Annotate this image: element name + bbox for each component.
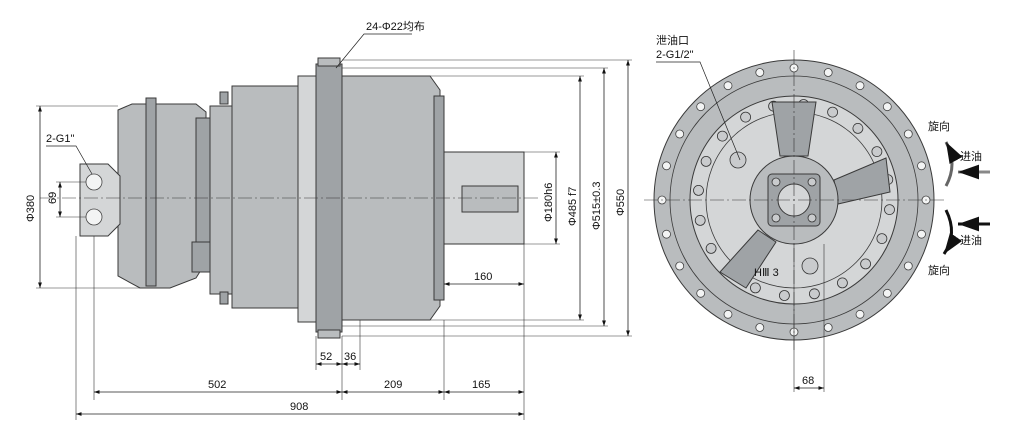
gearbox-stage1 bbox=[231, 85, 299, 309]
port-block bbox=[79, 163, 121, 237]
flange-bolt-hole bbox=[723, 309, 733, 319]
adapter-block bbox=[209, 105, 233, 295]
dim-d380: Φ380 bbox=[25, 195, 37, 222]
gearbox-stage2 bbox=[297, 75, 317, 323]
flange-lip-top bbox=[317, 57, 341, 67]
flange-bolt-hole bbox=[882, 288, 892, 298]
housing-bolt bbox=[700, 156, 712, 167]
dim-209: 209 bbox=[384, 379, 402, 391]
flange-bolt-hole bbox=[903, 129, 913, 139]
flange-bolt-hole bbox=[903, 261, 913, 271]
flange-bolt-hole bbox=[662, 161, 671, 171]
flange-bolt-hole bbox=[823, 68, 833, 77]
hub-bolt-2 bbox=[807, 177, 817, 187]
port-label: 2-G1" bbox=[46, 133, 74, 145]
flange-bolt-hole bbox=[755, 68, 765, 77]
side-view: Φ380 69 2-G1" 24-Φ22均布 Φ180h6 Φ485 f7 Φ5… bbox=[25, 20, 632, 420]
dim-69: 69 bbox=[47, 192, 59, 204]
flange-bolt-hole bbox=[917, 229, 926, 239]
housing-bolt bbox=[884, 204, 895, 216]
housing-bolt bbox=[693, 184, 704, 196]
adapter-bracket bbox=[191, 241, 211, 273]
flange-bolt-hole bbox=[917, 161, 926, 171]
housing-bolt bbox=[852, 123, 864, 134]
hub-bolt-3 bbox=[771, 213, 781, 223]
housing-bolt bbox=[705, 243, 717, 254]
dim-502: 502 bbox=[208, 379, 226, 391]
dim-165: 165 bbox=[472, 379, 490, 391]
flange-bolt-hole bbox=[823, 323, 833, 332]
adapter-cap-bottom bbox=[219, 291, 229, 305]
port-hole-lower bbox=[85, 208, 103, 226]
drain-plug-upper bbox=[729, 151, 747, 169]
rotation-arrow-bottom bbox=[942, 209, 963, 255]
housing-bolt bbox=[694, 214, 706, 226]
rotation-label-top: 旋向 bbox=[928, 119, 950, 133]
flange-bolt-hole bbox=[696, 288, 706, 298]
dim-160: 160 bbox=[474, 271, 492, 283]
housing-bolt bbox=[837, 277, 848, 289]
plate-mark: HⅢ 3 bbox=[754, 267, 779, 279]
dim-d485: Φ485 f7 bbox=[567, 187, 579, 226]
flange-bolt-hole bbox=[882, 102, 892, 112]
housing-bolt bbox=[871, 146, 883, 157]
flange-bolt-hole bbox=[696, 102, 706, 112]
dim-d515: Φ515±0.3 bbox=[591, 182, 603, 230]
flange-bolt-hole bbox=[755, 323, 765, 332]
dim-68: 68 bbox=[802, 375, 814, 387]
hub-bolt-1 bbox=[771, 177, 781, 187]
dim-d180: Φ180h6 bbox=[543, 183, 555, 222]
rotation-label-bottom: 旋向 bbox=[928, 263, 950, 277]
drain-label-line1: 泄油口 bbox=[656, 33, 689, 47]
flange-bolt-hole bbox=[855, 81, 865, 91]
housing-bolt bbox=[750, 282, 761, 294]
hub-bolt-4 bbox=[807, 213, 817, 223]
bolt-holes-label: 24-Φ22均布 bbox=[366, 20, 425, 33]
dim-52: 52 bbox=[320, 351, 332, 363]
inlet-label-top: 进油 bbox=[960, 149, 982, 163]
outer-bolt-holes bbox=[657, 63, 931, 337]
spoke-bottom-left bbox=[719, 229, 777, 289]
drain-plug-lower bbox=[801, 257, 819, 275]
housing-bolt bbox=[876, 233, 888, 244]
housing-bolt bbox=[808, 288, 820, 300]
dim-908: 908 bbox=[290, 401, 308, 413]
housing-bolt bbox=[860, 258, 871, 270]
housing-bolt bbox=[717, 130, 728, 142]
drain-label-line2: 2-G1/2" bbox=[656, 49, 694, 61]
housing-bolt bbox=[740, 111, 751, 123]
rotation-indicators: 旋向 进油 进油 旋向 bbox=[928, 119, 990, 277]
flange-bolt-hole bbox=[662, 229, 671, 239]
motor-ring bbox=[145, 97, 157, 287]
rotation-arrow-top bbox=[944, 141, 963, 187]
flange-bolt-hole bbox=[675, 129, 685, 139]
dim-d550: Φ550 bbox=[615, 189, 627, 216]
flange-bolt-hole bbox=[675, 261, 685, 271]
shaft-key bbox=[461, 185, 519, 213]
flange-lip-bottom bbox=[317, 329, 341, 339]
flange-bolt-hole bbox=[855, 309, 865, 319]
dim-36: 36 bbox=[344, 351, 356, 363]
front-view: HⅢ 3 bbox=[644, 50, 944, 350]
port-hole-upper bbox=[85, 173, 103, 191]
housing-bolt bbox=[827, 106, 838, 118]
adapter-cap-top bbox=[219, 91, 229, 105]
housing-bolt bbox=[778, 290, 790, 301]
flange-bolt-hole bbox=[723, 81, 733, 91]
inlet-label-bottom: 进油 bbox=[960, 233, 982, 247]
